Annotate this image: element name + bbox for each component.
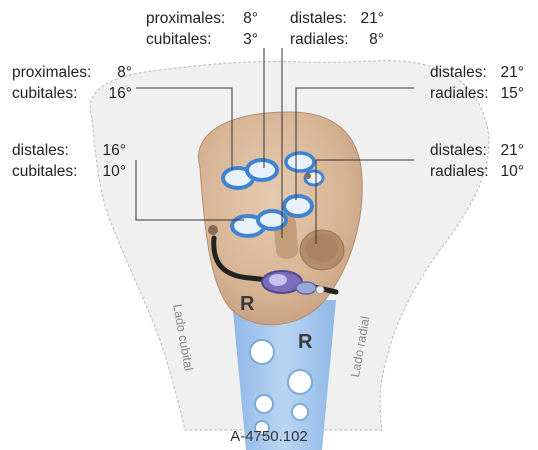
callout-value: 16° bbox=[106, 83, 132, 104]
callout-value: 8° bbox=[106, 62, 132, 83]
callout-value: 10° bbox=[96, 161, 126, 182]
callout-key: cubitales: bbox=[12, 161, 96, 182]
callout-value: 21° bbox=[494, 62, 524, 83]
callout-value: 15° bbox=[494, 83, 524, 104]
callout-value: 21° bbox=[494, 140, 524, 161]
callout-top-left: proximales:8° cubitales:3° bbox=[146, 8, 258, 50]
callout-value: 8° bbox=[240, 8, 258, 29]
callout-key: proximales: bbox=[146, 8, 240, 29]
callout-value: 21° bbox=[354, 8, 384, 29]
callout-mid-right: distales:21° radiales:15° bbox=[430, 62, 524, 104]
callout-key: distales: bbox=[12, 140, 96, 161]
plate-letter-r2: R bbox=[298, 331, 313, 353]
callout-key: cubitales: bbox=[12, 83, 106, 104]
callout-value: 8° bbox=[354, 29, 384, 50]
callout-key: distales: bbox=[430, 62, 494, 83]
callout-key: distales: bbox=[290, 8, 354, 29]
callout-key: distales: bbox=[430, 140, 494, 161]
callout-key: radiales: bbox=[290, 29, 354, 50]
callout-value: 3° bbox=[240, 29, 258, 50]
callout-key: radiales: bbox=[430, 83, 494, 104]
callout-top-right: distales:21° radiales:8° bbox=[290, 8, 384, 50]
callout-mid-left: proximales:8° cubitales:16° bbox=[12, 62, 132, 104]
callout-low-left: distales:16° cubitales:10° bbox=[12, 140, 126, 182]
callout-key: cubitales: bbox=[146, 29, 240, 50]
callout-key: proximales: bbox=[12, 62, 106, 83]
callout-key: radiales: bbox=[430, 161, 494, 182]
reference-code: A-4750.102 bbox=[0, 428, 538, 445]
callout-value: 10° bbox=[494, 161, 524, 182]
plate-letter-r1: R bbox=[240, 293, 255, 315]
callout-low-right: distales:21° radiales:10° bbox=[430, 140, 524, 182]
callout-value: 16° bbox=[96, 140, 126, 161]
